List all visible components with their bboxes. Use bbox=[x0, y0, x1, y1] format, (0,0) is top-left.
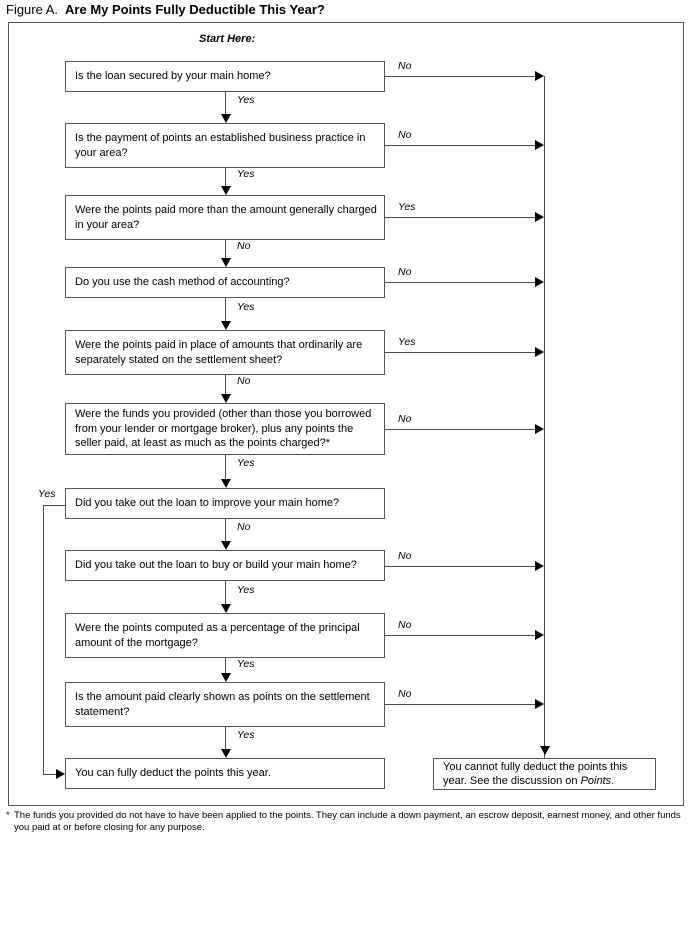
edge-q9-yes bbox=[225, 658, 226, 673]
edge-label-q4-no: No bbox=[398, 266, 412, 278]
node-q7[interactable]: Did you take out the loan to improve you… bbox=[65, 488, 385, 519]
not-deductible-points-ref: Points bbox=[580, 775, 612, 787]
edge-q8-no-arrowhead-icon bbox=[535, 561, 544, 571]
edge-q10-yes-arrowhead-icon bbox=[221, 749, 231, 758]
edge-q9-no bbox=[385, 635, 537, 636]
edge-q3-no-arrowhead-icon bbox=[221, 258, 231, 267]
edge-label-q1-no: No bbox=[398, 60, 412, 72]
edge-label-q10-yes: Yes bbox=[237, 729, 255, 741]
page-title: Are My Points Fully Deductible This Year… bbox=[65, 2, 325, 17]
start-here-label: Start Here: bbox=[199, 33, 256, 45]
edge-q3-yes bbox=[385, 217, 537, 218]
edge-label-q5-no: No bbox=[237, 375, 251, 387]
node-q9[interactable]: Were the points computed as a percentage… bbox=[65, 613, 385, 658]
edge-q2-yes bbox=[225, 168, 226, 186]
edge-q1-no bbox=[385, 76, 537, 77]
edge-q5-no bbox=[225, 375, 226, 394]
node-q1[interactable]: Is the loan secured by your main home? bbox=[65, 61, 385, 92]
edge-label-q1-yes: Yes bbox=[237, 94, 255, 106]
footnote-marker: * bbox=[6, 810, 10, 821]
node-q7-text: Did you take out the loan to improve you… bbox=[75, 497, 340, 510]
edge-q6-yes-arrowhead-icon bbox=[221, 479, 231, 488]
edge-q6-no bbox=[385, 429, 537, 430]
node-q2[interactable]: Is the payment of points an established … bbox=[65, 123, 385, 168]
node-q4[interactable]: Do you use the cash method of accounting… bbox=[65, 267, 385, 298]
edge-q5-yes bbox=[385, 352, 537, 353]
edge-q8-no bbox=[385, 566, 537, 567]
node-q10-text: Is the amount paid clearly shown as poin… bbox=[75, 691, 370, 718]
edge-label-q2-no: No bbox=[398, 129, 412, 141]
node-fully-deductible-text: You can fully deduct the points this yea… bbox=[75, 767, 271, 780]
edge-label-q8-no: No bbox=[398, 550, 412, 562]
right-collector-spine bbox=[544, 76, 545, 758]
edge-label-q2-yes: Yes bbox=[237, 168, 255, 180]
edge-q5-yes-arrowhead-icon bbox=[535, 347, 544, 357]
footnote: * The funds you provided do not have to … bbox=[6, 810, 690, 833]
node-not-fully-deductible-text: You cannot fully deduct the points this … bbox=[443, 760, 649, 789]
edge-q2-yes-arrowhead-icon bbox=[221, 186, 231, 195]
node-q6[interactable]: Were the funds you provided (other than … bbox=[65, 403, 385, 455]
edge-q4-no-arrowhead-icon bbox=[535, 277, 544, 287]
edge-label-q7-yes: Yes bbox=[38, 488, 56, 500]
node-q6-text: Were the funds you provided (other than … bbox=[75, 408, 372, 450]
flowchart-frame: Start Here: Is the loan secured by your … bbox=[8, 22, 684, 806]
node-q3-text: Were the points paid more than the amoun… bbox=[75, 204, 377, 231]
edge-q7-no-arrowhead-icon bbox=[221, 541, 231, 550]
edge-label-q3-no: No bbox=[237, 240, 251, 252]
edge-label-q6-no: No bbox=[398, 413, 412, 425]
edge-label-q6-yes: Yes bbox=[237, 457, 255, 469]
node-q8[interactable]: Did you take out the loan to buy or buil… bbox=[65, 550, 385, 581]
edge-q8-yes-arrowhead-icon bbox=[221, 604, 231, 613]
edge-q9-no-arrowhead-icon bbox=[535, 630, 544, 640]
figure-title-bar: Figure A. Are My Points Fully Deductible … bbox=[6, 1, 325, 17]
edge-q10-no-arrowhead-icon bbox=[535, 699, 544, 709]
edge-q6-no-arrowhead-icon bbox=[535, 424, 544, 434]
node-q1-text: Is the loan secured by your main home? bbox=[75, 70, 271, 83]
edge-q5-no-arrowhead-icon bbox=[221, 394, 231, 403]
edge-label-q3-yes: Yes bbox=[398, 201, 416, 213]
edge-q7-yes-down bbox=[43, 505, 44, 774]
node-fully-deductible[interactable]: You can fully deduct the points this yea… bbox=[65, 758, 385, 789]
edge-label-q9-yes: Yes bbox=[237, 658, 255, 670]
node-q4-text: Do you use the cash method of accounting… bbox=[75, 276, 290, 289]
edge-q2-no-arrowhead-icon bbox=[535, 140, 544, 150]
not-deductible-text-before: You cannot fully deduct the points this … bbox=[443, 760, 628, 788]
node-q3[interactable]: Were the points paid more than the amoun… bbox=[65, 195, 385, 240]
edge-q4-no bbox=[385, 282, 537, 283]
edge-q1-no-arrowhead-icon bbox=[535, 71, 544, 81]
edge-q2-no bbox=[385, 145, 537, 146]
not-deductible-text-after: . bbox=[611, 775, 615, 787]
edge-q3-yes-arrowhead-icon bbox=[535, 212, 544, 222]
edge-q6-yes bbox=[225, 455, 226, 479]
edge-q4-yes bbox=[225, 298, 226, 321]
edge-q7-yes-arrowhead-icon bbox=[56, 769, 65, 779]
node-q5-text: Were the points paid in place of amounts… bbox=[75, 339, 363, 366]
edge-q10-yes bbox=[225, 727, 226, 749]
edge-q3-no bbox=[225, 240, 226, 258]
node-not-fully-deductible[interactable]: You cannot fully deduct the points this … bbox=[433, 758, 656, 790]
footnote-text: The funds you provided do not have to ha… bbox=[14, 810, 681, 833]
edge-q1-yes-arrowhead-icon bbox=[221, 114, 231, 123]
edge-q7-yes-bottom bbox=[43, 774, 58, 775]
node-q8-text: Did you take out the loan to buy or buil… bbox=[75, 559, 357, 572]
edge-label-q9-no: No bbox=[398, 619, 412, 631]
node-q2-text: Is the payment of points an established … bbox=[75, 132, 366, 159]
edge-label-q8-yes: Yes bbox=[237, 584, 255, 596]
edge-q4-yes-arrowhead-icon bbox=[221, 321, 231, 330]
edge-label-q5-yes: Yes bbox=[398, 336, 416, 348]
edge-q9-yes-arrowhead-icon bbox=[221, 673, 231, 682]
edge-q8-yes bbox=[225, 581, 226, 604]
node-q5[interactable]: Were the points paid in place of amounts… bbox=[65, 330, 385, 375]
node-q9-text: Were the points computed as a percentage… bbox=[75, 622, 360, 649]
edge-q10-no bbox=[385, 704, 537, 705]
edge-label-q10-no: No bbox=[398, 688, 412, 700]
edge-q7-yes-top bbox=[43, 505, 66, 506]
edge-label-q4-yes: Yes bbox=[237, 301, 255, 313]
edge-label-q7-no: No bbox=[237, 521, 251, 533]
figure-label: Figure A. bbox=[6, 2, 59, 17]
edge-q7-no bbox=[225, 519, 226, 541]
right-spine-arrowhead-icon bbox=[540, 746, 550, 755]
node-q10[interactable]: Is the amount paid clearly shown as poin… bbox=[65, 682, 385, 727]
edge-q1-yes bbox=[225, 92, 226, 114]
